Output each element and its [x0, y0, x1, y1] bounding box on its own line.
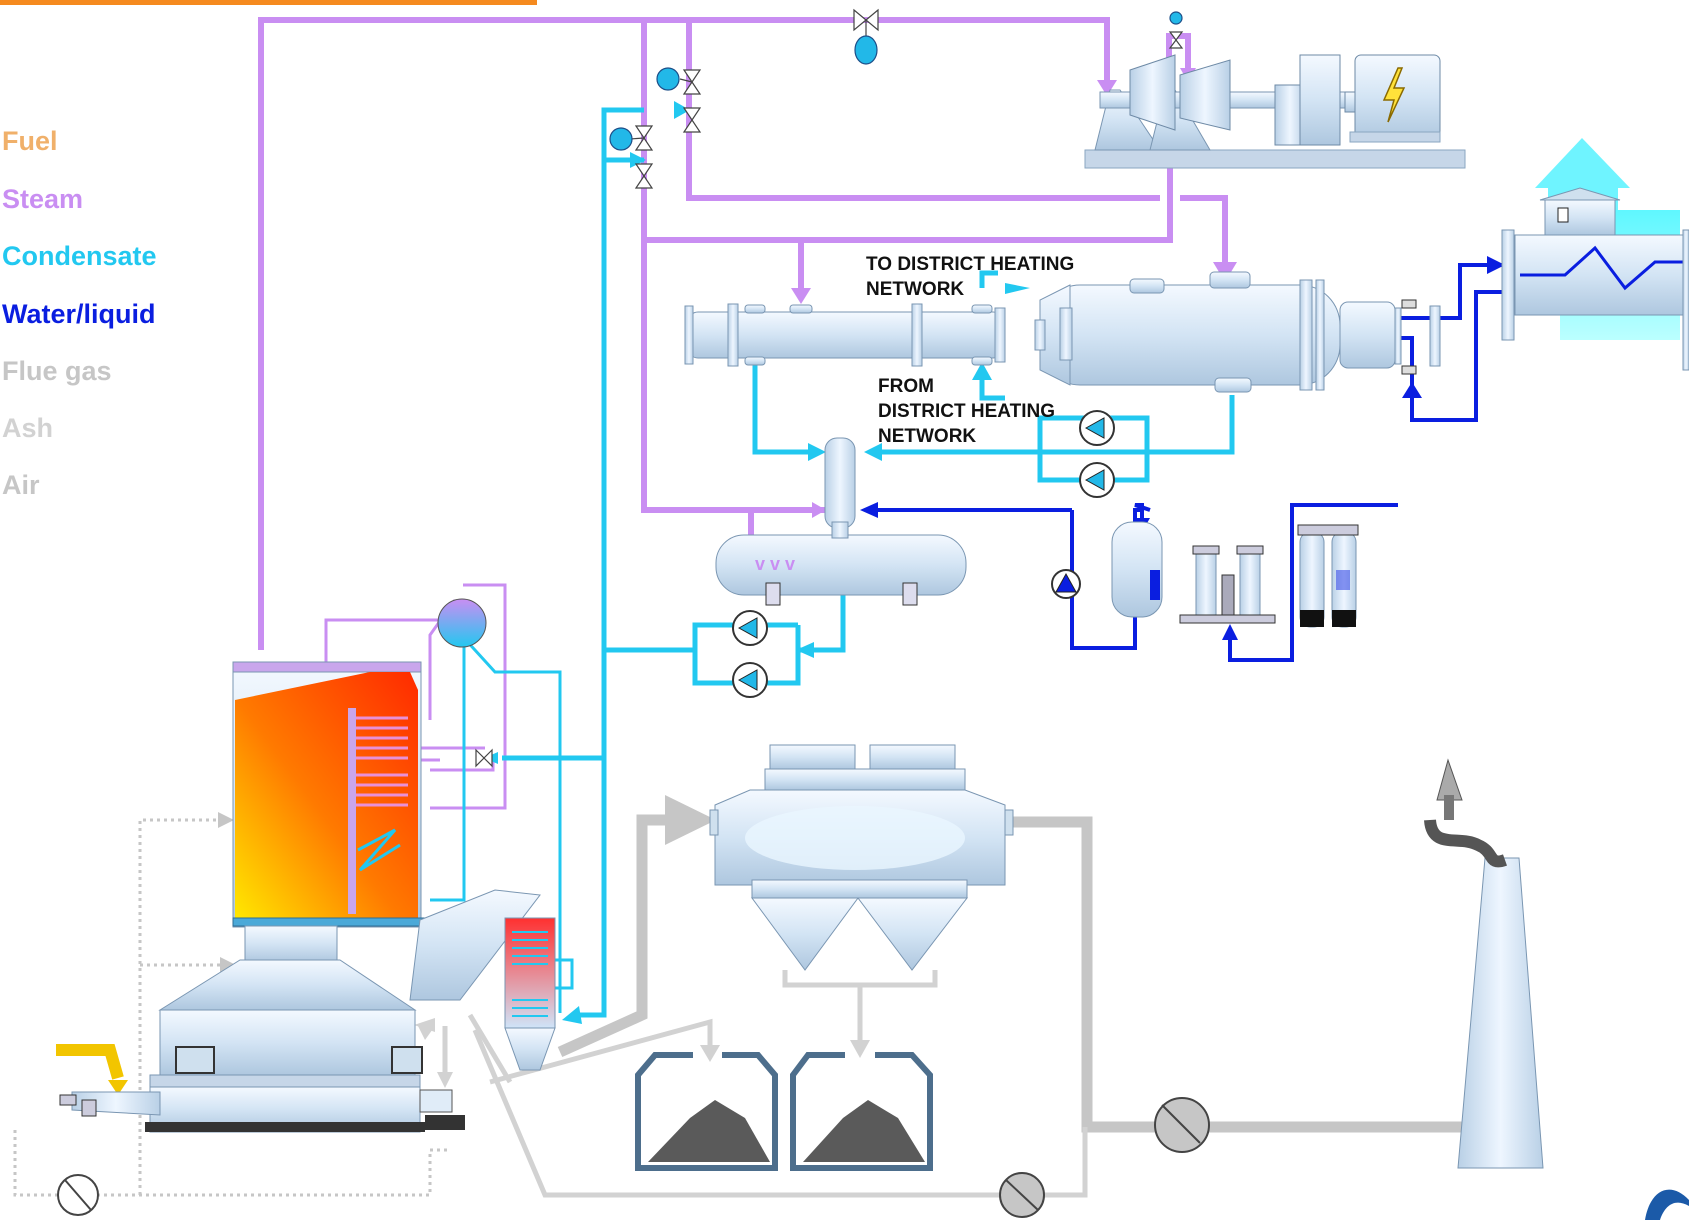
ash-bins: [638, 1055, 930, 1168]
district-heat-exchanger: [685, 304, 1005, 366]
cooling-unit: [1502, 138, 1689, 370]
turbine-generator: [1085, 55, 1465, 168]
flue-gas-lines: [560, 820, 1505, 1127]
water-treatment: [1112, 522, 1358, 627]
svg-text:v v v: v v v: [755, 554, 795, 574]
chimney-icon: [1430, 760, 1543, 1168]
from-district-label-1: FROM: [878, 376, 934, 397]
flue-gas-arrowhead: [665, 795, 716, 845]
from-district-label-3: NETWORK: [878, 426, 976, 447]
condenser: [1035, 272, 1440, 392]
company-logo: [1645, 1190, 1689, 1220]
to-district-label-1: TO DISTRICT HEATING: [866, 254, 1074, 275]
boiler: [145, 662, 465, 1132]
fuel-feed: [56, 1050, 160, 1116]
steam-drum: [438, 599, 486, 647]
bag-filter: [710, 745, 1013, 970]
from-district-label-2: DISTRICT HEATING: [878, 401, 1055, 422]
to-district-label-2: NETWORK: [866, 279, 964, 300]
valve-icon: [476, 10, 1182, 766]
